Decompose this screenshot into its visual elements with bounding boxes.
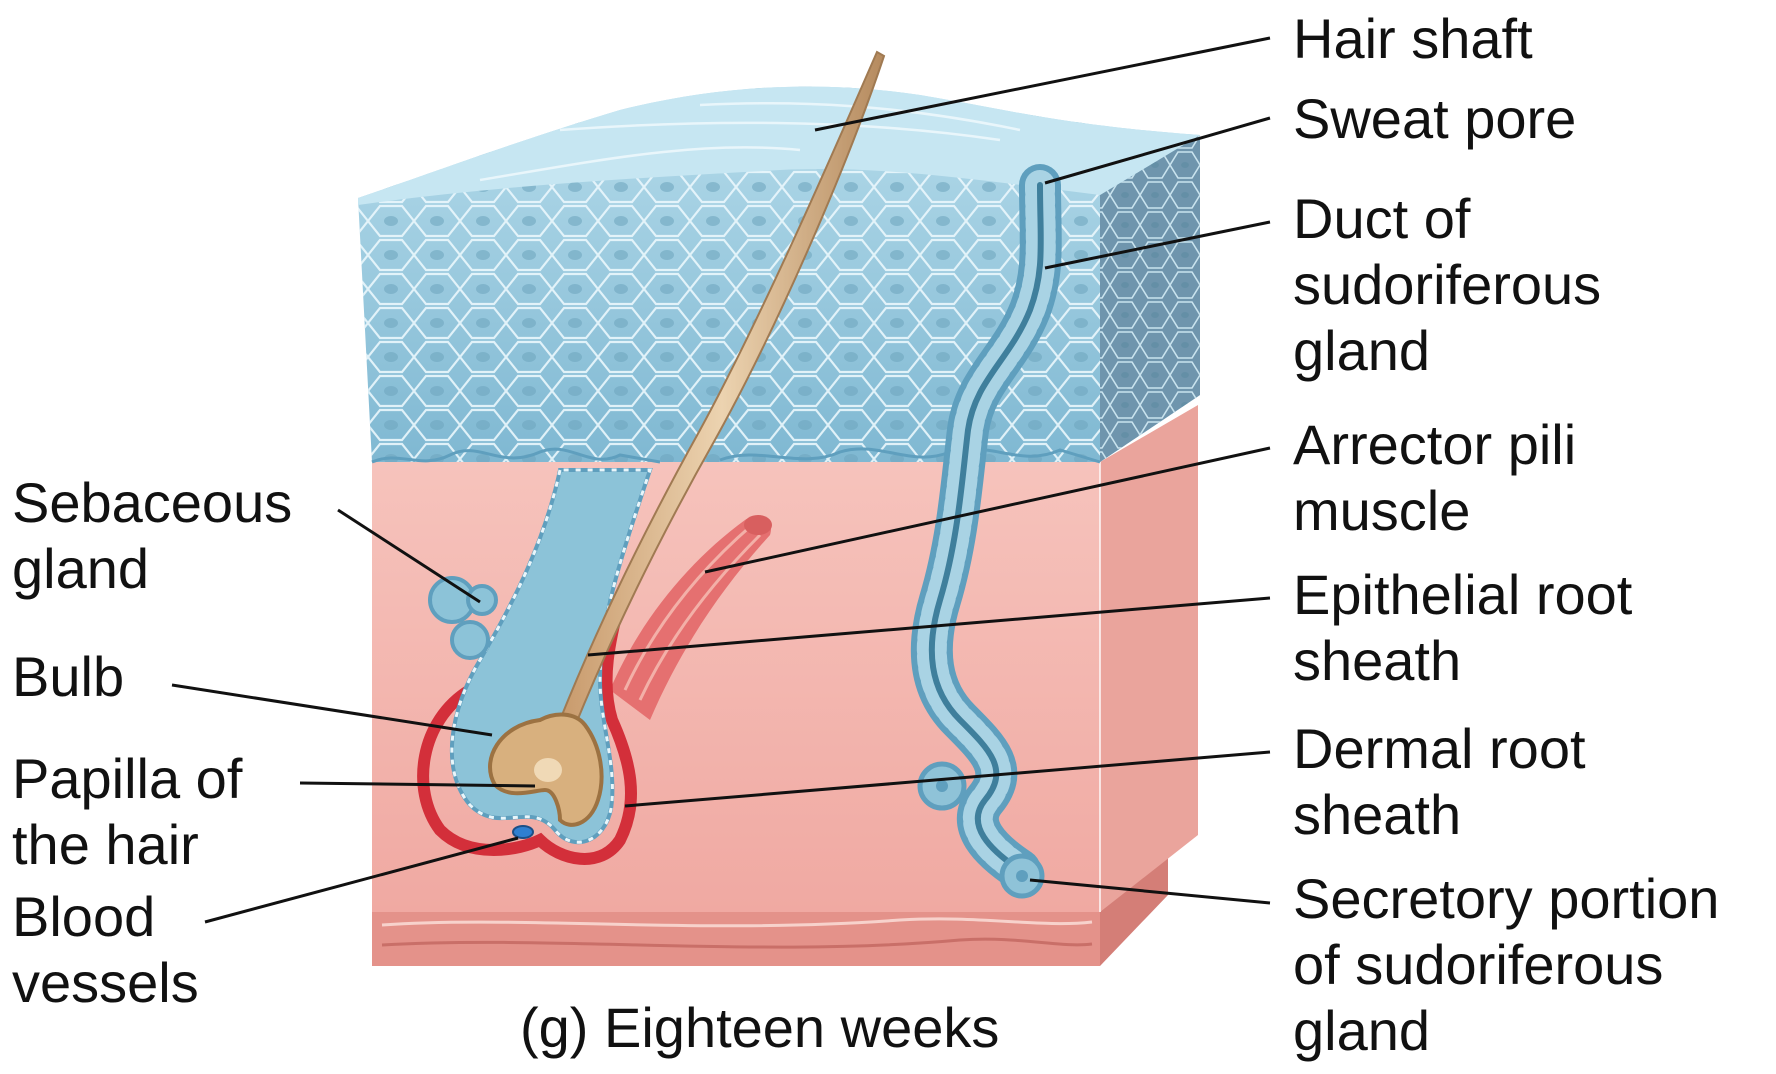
label-dermal-root-sheath: Dermal root sheath <box>1293 716 1586 848</box>
label-duct-of-sudoriferous-gland: Duct of sudoriferous gland <box>1293 186 1601 384</box>
figure-caption: (g) Eighteen weeks <box>520 995 999 1061</box>
label-bulb: Bulb <box>12 644 124 710</box>
leader-hair-shaft <box>815 38 1270 130</box>
label-sebaceous-gland: Sebaceous gland <box>12 470 292 602</box>
label-secretory-portion: Secretory portion of sudoriferous gland <box>1293 866 1719 1064</box>
label-epithelial-root-sheath: Epithelial root sheath <box>1293 562 1632 694</box>
label-arrector-pili-muscle: Arrector pili muscle <box>1293 412 1576 544</box>
label-sweat-pore: Sweat pore <box>1293 86 1576 152</box>
label-hair-shaft: Hair shaft <box>1293 6 1533 72</box>
label-papilla-of-the-hair: Papilla of the hair <box>12 746 242 878</box>
label-blood-vessels: Blood vessels <box>12 884 199 1016</box>
